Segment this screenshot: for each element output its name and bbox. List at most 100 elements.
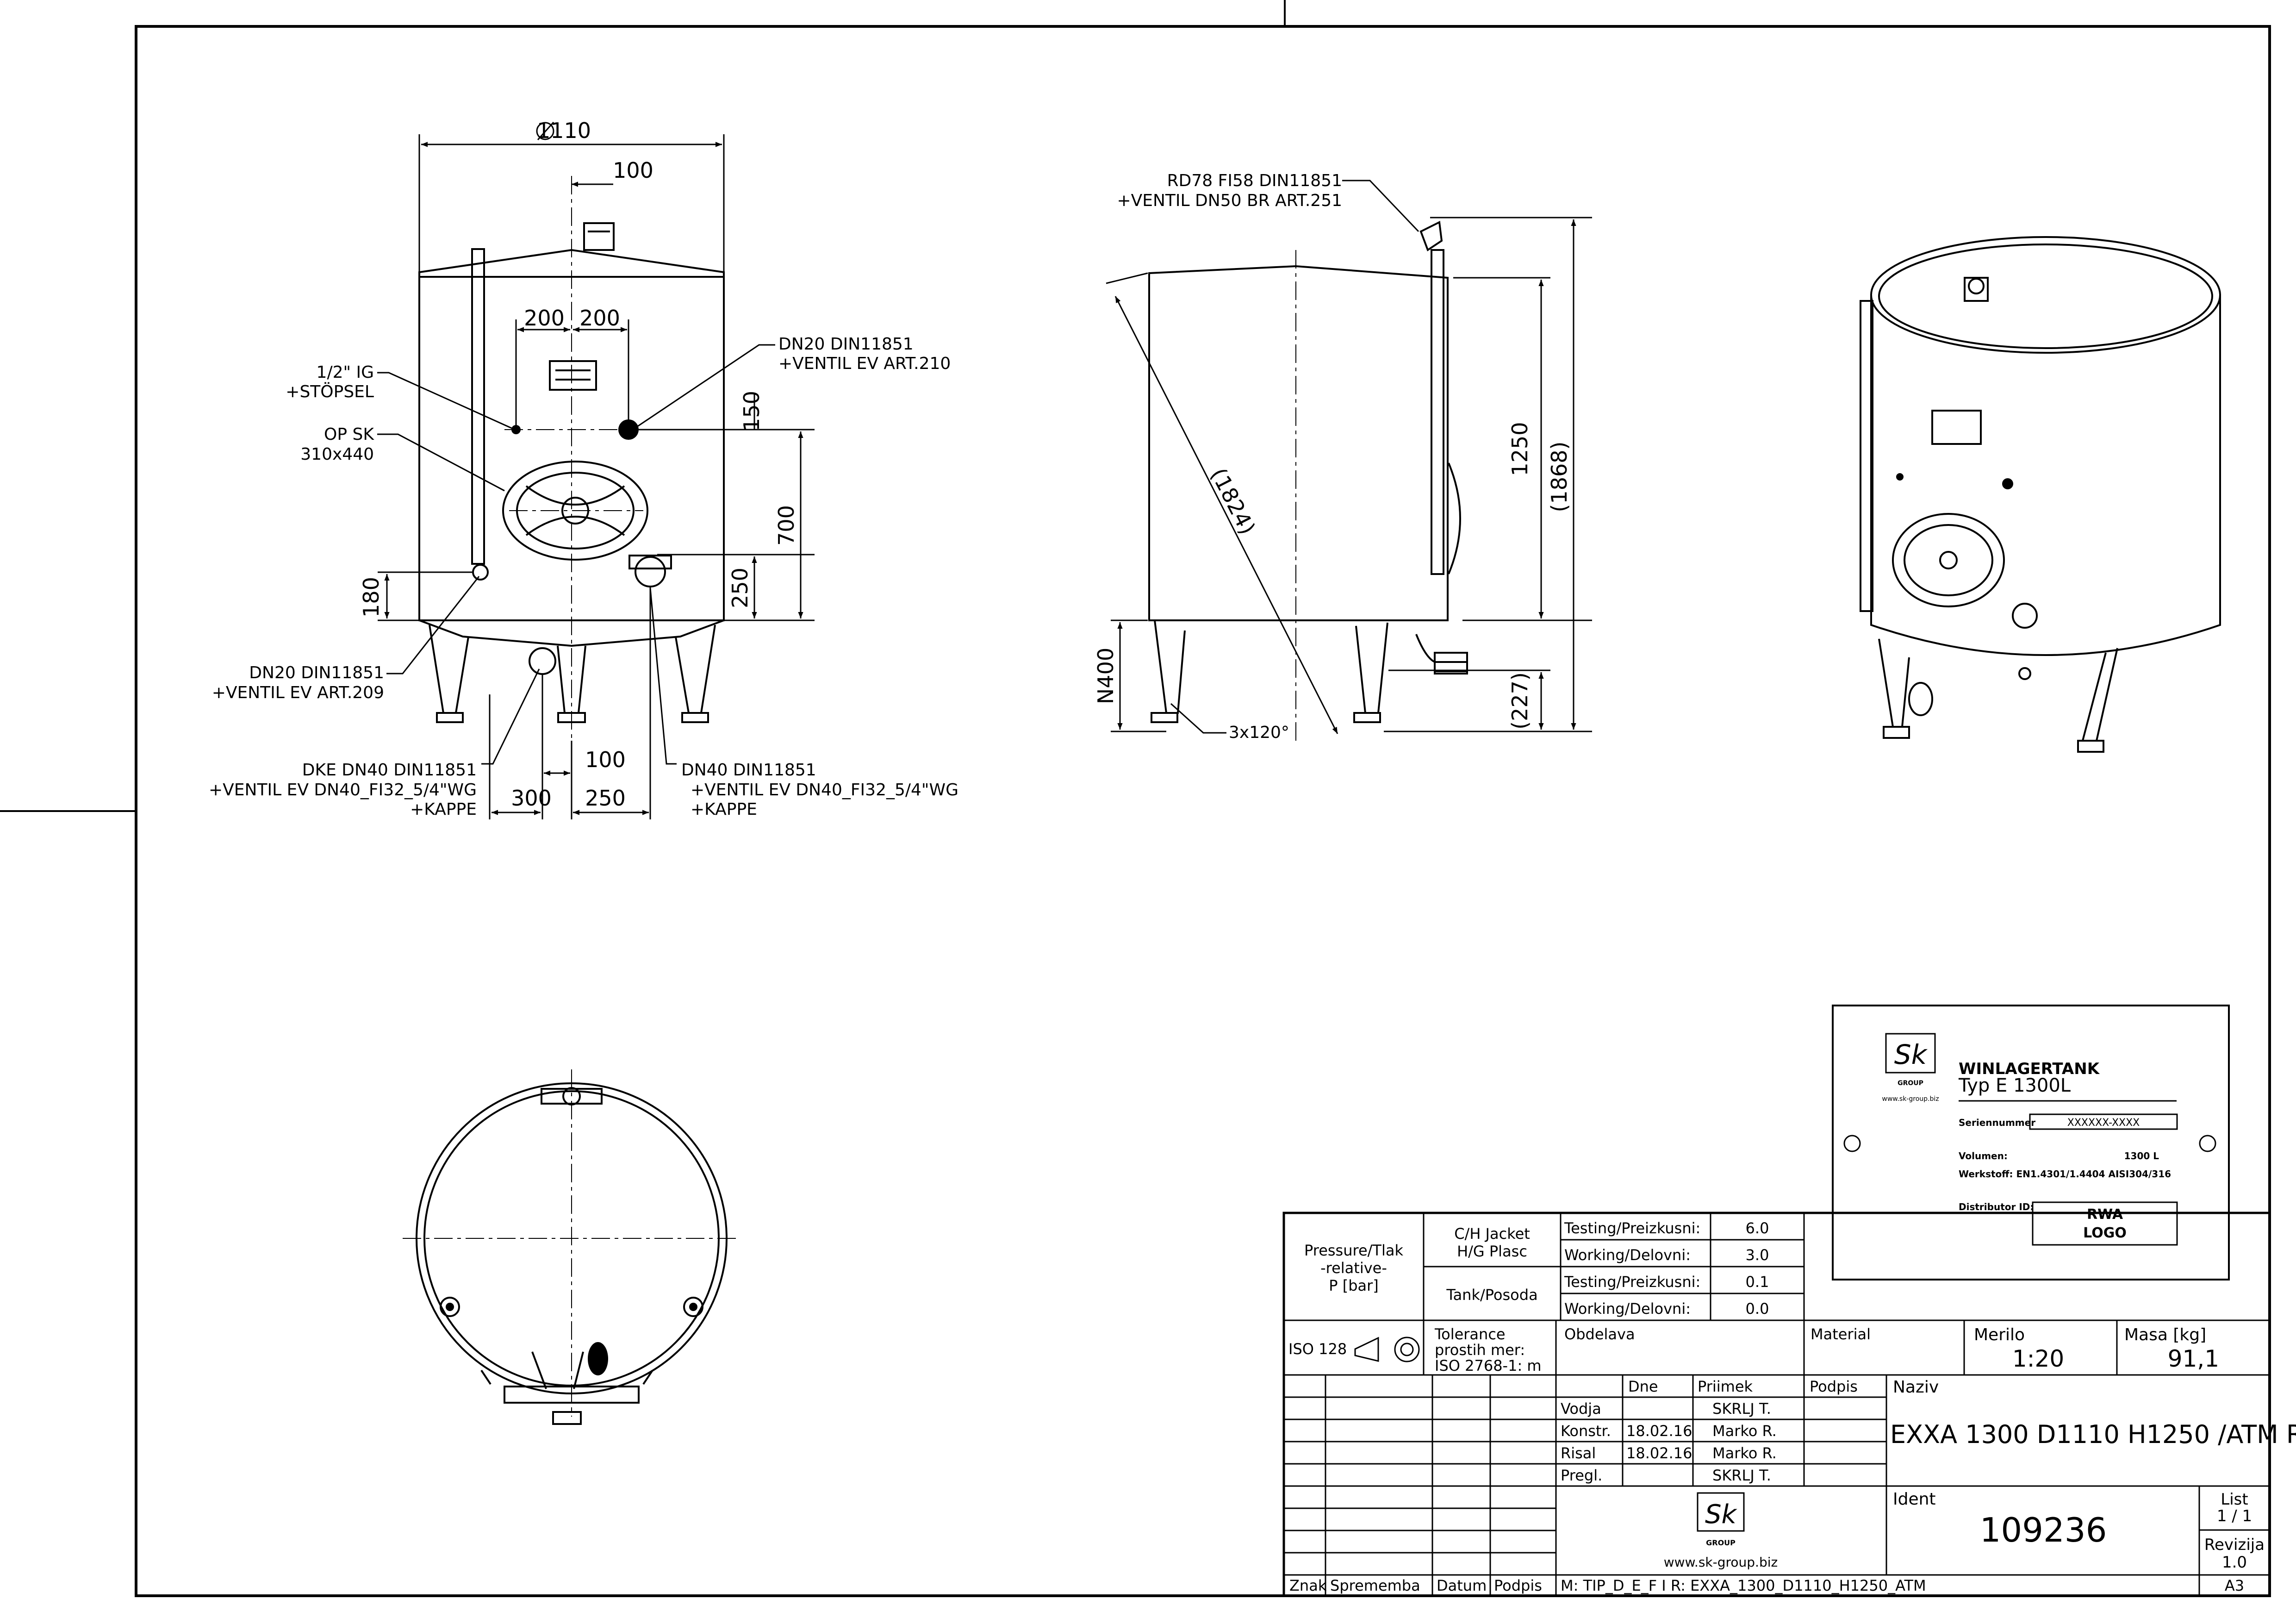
- callout-dke-3: +KAPPE: [410, 800, 477, 819]
- side-level-tube: [1431, 249, 1444, 575]
- leg-left: [429, 625, 469, 714]
- tb-row-3-date: 18.02.16: [1626, 1444, 1692, 1462]
- callout-dn20l-1: DN20 DIN11851: [249, 663, 384, 682]
- tb-iso: ISO 128: [1288, 1340, 1347, 1358]
- tb-revizija-label: Revizija: [2204, 1536, 2265, 1554]
- side-legs-label: 3x120°: [1229, 723, 1289, 742]
- callout-dn40-3: +KAPPE: [691, 800, 757, 819]
- tb-working-2: Working/Delovni:: [1564, 1300, 1691, 1318]
- tb-rev-znak: Znak: [1289, 1577, 1327, 1594]
- nameplate-logo-icon: [1885, 1033, 1936, 1074]
- tb-row-4-name: SKRLJ T.: [1712, 1467, 1771, 1484]
- tb-col-priimek: Priimek: [1698, 1378, 1753, 1395]
- tb-working-1: Working/Delovni:: [1564, 1246, 1691, 1264]
- side-rd-2: +VENTIL DN50 BR ART.251: [1117, 191, 1342, 210]
- tb-format: A3: [2225, 1577, 2244, 1594]
- callout-dke-2: +VENTIL EV DN40_FI32_5/4"WG: [209, 781, 477, 800]
- tb-tank: Tank/Posoda: [1446, 1286, 1537, 1304]
- sheet-frame: [0, 0, 2271, 1597]
- tb-logo-group: GROUP: [1706, 1538, 1736, 1547]
- tb-row-2-name: Marko R.: [1712, 1422, 1777, 1440]
- tb-ident-value: 109236: [1980, 1511, 2107, 1549]
- callout-dke-1: DKE DN40 DIN11851: [302, 761, 477, 780]
- dim-n400: N400: [1093, 648, 1118, 704]
- dn20-valve-right: [618, 419, 639, 440]
- iso-leg-left: [1878, 638, 1910, 728]
- nameplate-title-2: Typ E 1300L: [1958, 1075, 2071, 1096]
- nameplate-volume-label: Volumen:: [1959, 1150, 2008, 1162]
- iso-leg-right: [2081, 648, 2118, 742]
- nameplate-logo-url: www.sk-group.biz: [1882, 1095, 1939, 1103]
- dim-300: 300: [511, 786, 552, 811]
- tb-pressure-2: -relative-: [1320, 1259, 1387, 1277]
- callout-op-1: OP SK: [324, 425, 374, 444]
- nameplate-distributor-label: Distributor ID:: [1959, 1201, 2034, 1212]
- callout-ig-2: +STÖPSEL: [286, 382, 374, 401]
- tb-col-dne: Dne: [1628, 1378, 1658, 1395]
- svg-text:Sk: Sk: [1705, 1499, 1738, 1530]
- callout-dn40-1: DN40 DIN11851: [681, 761, 816, 780]
- tb-pressure-3: P [bar]: [1329, 1277, 1379, 1294]
- level-tube: [471, 248, 485, 565]
- dim-200-right: 200: [579, 306, 620, 331]
- tb-col-podpis: Podpis: [1810, 1378, 1858, 1395]
- small-nameplate: [549, 360, 597, 391]
- tb-row-1-name: SKRLJ T.: [1712, 1400, 1771, 1418]
- side-bottom-outlet: [1415, 634, 1468, 672]
- svg-text:Sk: Sk: [1894, 1039, 1928, 1070]
- dim-100-top: 100: [613, 158, 653, 183]
- side-view: RD78 FI58 DIN11851 +VENTIL DN50 BR ART.2…: [1093, 171, 1592, 742]
- tb-row-1-role: Vodja: [1561, 1400, 1601, 1418]
- top-view: [403, 1069, 740, 1425]
- nameplate-title-1: WINLAGERTANK: [1959, 1060, 2100, 1078]
- tb-merilo-value: 1:20: [2012, 1345, 2064, 1372]
- nameplate-rwa-1: RWA: [2087, 1206, 2123, 1223]
- projection-symbol-icon: [1354, 1337, 1420, 1362]
- tb-file-path: M: TIP_D_E_F I R: EXXA_1300_D1110_H1250_…: [1561, 1577, 1926, 1594]
- tb-tolerance-1: Tolerance: [1434, 1325, 1506, 1343]
- tb-tolerance-2: prostih mer:: [1435, 1341, 1525, 1359]
- side-leg-left: [1154, 620, 1186, 714]
- title-block-logo-icon: Sk: [1697, 1492, 1745, 1532]
- leg-right: [675, 625, 716, 714]
- tb-working-2-val: 0.0: [1746, 1300, 1769, 1318]
- tb-testing-2-val: 0.1: [1746, 1273, 1769, 1291]
- tb-rev-podpis: Podpis: [1494, 1577, 1542, 1594]
- top-port: [583, 222, 615, 251]
- tb-working-1-val: 3.0: [1746, 1246, 1769, 1264]
- diameter-symbol: [536, 121, 554, 141]
- tb-naziv-label: Naziv: [1893, 1378, 1939, 1397]
- side-top-valve: [1419, 220, 1443, 252]
- tb-logo-url: www.sk-group.biz: [1664, 1555, 1778, 1570]
- tb-row-2-role: Konstr.: [1561, 1422, 1611, 1440]
- bottom-valve: [529, 647, 556, 675]
- tb-row-3-name: Marko R.: [1712, 1444, 1777, 1462]
- tb-list-value: 1 / 1: [2217, 1507, 2252, 1525]
- callout-dn20r-2: +VENTIL EV ART.210: [778, 354, 951, 373]
- tb-testing-2: Testing/Preizkusni:: [1564, 1273, 1700, 1291]
- tb-obdelava: Obdelava: [1564, 1325, 1635, 1343]
- callout-dn20r-1: DN20 DIN11851: [778, 335, 914, 354]
- tb-merilo-label: Merilo: [1974, 1325, 2025, 1344]
- dim-100-bottom: 100: [585, 747, 626, 772]
- tb-naziv-value: EXXA 1300 D1110 H1250 /ATM RWA: [1890, 1420, 2296, 1449]
- dim-180: 180: [359, 577, 384, 618]
- side-body: [1148, 265, 1449, 621]
- dim-250-right: 250: [728, 568, 753, 608]
- dim-1250: 1250: [1507, 422, 1532, 476]
- tb-testing-1-val: 6.0: [1746, 1219, 1769, 1237]
- front-view: 1110 100 200 200 150 700 250 180 100 300…: [209, 118, 958, 819]
- iso-top-rim: [1870, 236, 2221, 354]
- tb-ident-label: Ident: [1893, 1490, 1936, 1509]
- tb-tolerance-3: ISO 2768-1: m: [1435, 1357, 1542, 1374]
- nameplate-rwa-2: LOGO: [2083, 1225, 2127, 1241]
- tb-masa-label: Masa [kg]: [2124, 1325, 2206, 1344]
- tb-row-3-role: Risal: [1561, 1444, 1596, 1462]
- dim-1824: (1824): [1206, 464, 1260, 538]
- dim-150: 150: [739, 391, 764, 431]
- dim-250-bottom: 250: [585, 786, 626, 811]
- manway: [502, 461, 648, 561]
- callout-dn20l-2: +VENTIL EV ART.209: [212, 683, 384, 702]
- tb-jacket-2: H/G Plasc: [1457, 1243, 1527, 1260]
